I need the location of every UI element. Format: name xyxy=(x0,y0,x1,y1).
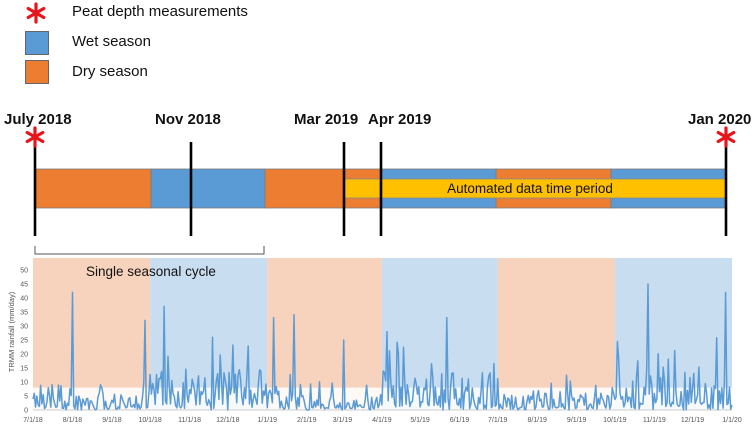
milestone-label-jan2020: Jan 2020 xyxy=(688,111,752,128)
y-tick-label: 0 xyxy=(24,408,28,415)
timeline-dry-block-1 xyxy=(34,168,152,209)
y-tick-label: 15 xyxy=(20,366,28,373)
wet-season-swatch xyxy=(25,31,49,55)
x-tick-label: 3/1/19 xyxy=(333,417,353,424)
y-tick-label: 30 xyxy=(20,324,28,331)
x-tick-label: 5/1/19 xyxy=(410,417,430,424)
x-tick-label: 7/1/18 xyxy=(23,417,43,424)
y-tick-label: 5 xyxy=(24,394,28,401)
y-axis-label: TRMM rainfall (mm/day) xyxy=(7,291,16,372)
x-tick-label: 10/1/18 xyxy=(138,417,161,424)
x-tick-label: 11/1/18 xyxy=(178,417,201,424)
milestone-label-jul2018: July 2018 xyxy=(4,111,72,128)
milestone-label-nov2018: Nov 2018 xyxy=(155,111,221,128)
y-tick-label: 35 xyxy=(20,310,28,317)
x-tick-label: 10/1/19 xyxy=(603,417,626,424)
x-tick-label: 9/1/19 xyxy=(567,417,587,424)
legend-dry-label: Dry season xyxy=(72,63,148,80)
milestone-label-mar2019: Mar 2019 xyxy=(294,111,359,128)
wet-season-band xyxy=(381,258,498,410)
legend-wet-label: Wet season xyxy=(72,33,151,50)
x-tick-label: 12/1/18 xyxy=(216,417,239,424)
legend-peat xyxy=(22,0,52,28)
y-tick-label: 40 xyxy=(20,296,28,303)
dry-season-swatch xyxy=(25,60,49,84)
legend-wet xyxy=(25,29,49,57)
x-tick-label: 7/1/19 xyxy=(488,417,508,424)
automated-period-label: Automated data time period xyxy=(447,181,613,196)
x-tick-label: 1/1/19 xyxy=(258,417,278,424)
y-tick-label: 25 xyxy=(20,338,28,345)
timeline-wet-block-1 xyxy=(150,168,266,209)
dry-season-band xyxy=(497,258,615,410)
seasonal-cycle-label: Single seasonal cycle xyxy=(86,264,216,279)
season-timeline: Automated data time period xyxy=(25,126,736,255)
x-tick-label: 4/1/19 xyxy=(372,417,392,424)
dry-season-band xyxy=(267,258,382,410)
x-tick-label: 2/1/19 xyxy=(297,417,317,424)
milestone-label-apr2019: Apr 2019 xyxy=(368,111,432,128)
x-tick-label: 9/1/18 xyxy=(102,417,122,424)
y-tick-label: 45 xyxy=(20,282,28,289)
x-tick-label: 12/1/19 xyxy=(681,417,704,424)
red-asterisk-icon xyxy=(26,2,46,24)
x-tick-label: 8/1/18 xyxy=(63,417,83,424)
legend-peat-label: Peat depth measurements xyxy=(72,3,248,20)
dry-season-band xyxy=(33,258,151,410)
y-tick-label: 10 xyxy=(20,380,28,387)
peat-measurement-start-icon xyxy=(25,126,45,148)
peat-measurement-end-icon xyxy=(716,126,736,148)
x-tick-label: 6/1/19 xyxy=(450,417,470,424)
rainfall-series-line xyxy=(32,283,733,411)
legend-dry xyxy=(25,58,49,86)
rainfall-chart: 0 5 10 15 20 25 30 35 40 45 50 7/1/18 8/1/18 9/1/18 1… xyxy=(7,258,742,424)
x-tick-label: 8/1/19 xyxy=(527,417,547,424)
y-tick-label: 20 xyxy=(20,352,28,359)
x-tick-label: 11/1/19 xyxy=(643,417,666,424)
x-tick-label: 1/1/20 xyxy=(722,417,742,424)
seasonal-cycle-bracket xyxy=(34,246,265,255)
y-tick-label: 50 xyxy=(20,268,28,275)
